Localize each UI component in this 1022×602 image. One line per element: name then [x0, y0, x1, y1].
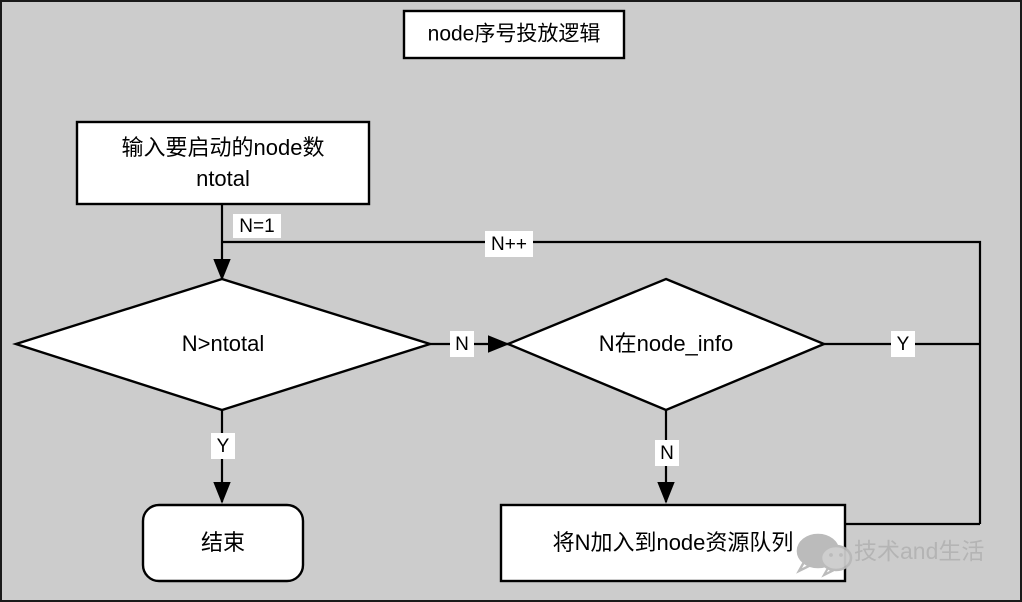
edge-label-nodeinfo-yes-text: Y	[897, 334, 910, 355]
input-box-line1: 输入要启动的node数	[122, 135, 325, 160]
edge-label-ntotal-yes-text: Y	[217, 436, 230, 457]
edge-label-nodeinfo-no: N	[655, 440, 679, 466]
watermark: 技术and生活	[796, 533, 984, 578]
end-box: 结束	[141, 503, 305, 583]
edge-label-init: N=1	[233, 214, 281, 238]
enqueue-box-label: 将N加入到node资源队列	[553, 530, 794, 555]
edge-label-ntotal-no: N	[450, 331, 474, 357]
edge-label-increment: N++	[485, 231, 533, 257]
edge-label-ntotal-yes: Y	[211, 433, 235, 459]
decision-nodeinfo: N在node_info	[504, 277, 828, 412]
decision-ntotal-label: N>ntotal	[182, 331, 265, 356]
edge-label-init-text: N=1	[239, 216, 274, 237]
edge-label-increment-text: N++	[491, 234, 527, 255]
input-box-line2: ntotal	[196, 166, 250, 191]
edge-label-ntotal-no-text: N	[455, 334, 469, 355]
watermark-label: 技术and生活	[854, 538, 984, 564]
decision-nodeinfo-label: N在node_info	[599, 331, 734, 356]
title-box: node序号投放逻辑	[402, 9, 626, 60]
title-box-label: node序号投放逻辑	[428, 23, 601, 46]
edge-label-nodeinfo-yes: Y	[891, 331, 915, 357]
decision-ntotal: N>ntotal	[12, 277, 434, 412]
edge-feedback-increment	[222, 240, 982, 524]
input-box: 输入要启动的node数 ntotal	[75, 120, 371, 206]
end-box-label: 结束	[201, 530, 245, 555]
edge-label-nodeinfo-no-text: N	[660, 443, 674, 464]
enqueue-box: 将N加入到node资源队列	[499, 503, 847, 583]
wechat-icon	[796, 533, 853, 578]
